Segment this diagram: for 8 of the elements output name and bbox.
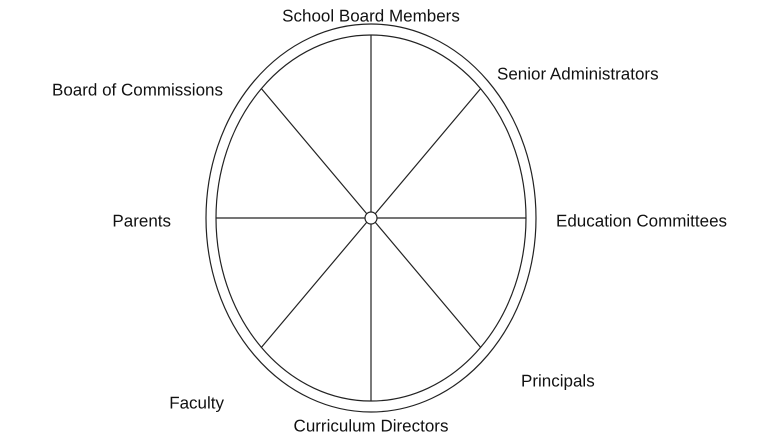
wheel-label: Education Committees [556,212,728,232]
wheel-label: Board of Commissions [52,82,223,100]
wheel-label: Principals [521,372,595,392]
wheel-label: Faculty [169,394,224,414]
wheel-label: School Board Members [282,8,460,26]
wheel-label: Parents [112,212,171,232]
wheel-label: Curriculum Directors [294,418,448,436]
wheel-label: Senior Administrators [497,66,659,84]
